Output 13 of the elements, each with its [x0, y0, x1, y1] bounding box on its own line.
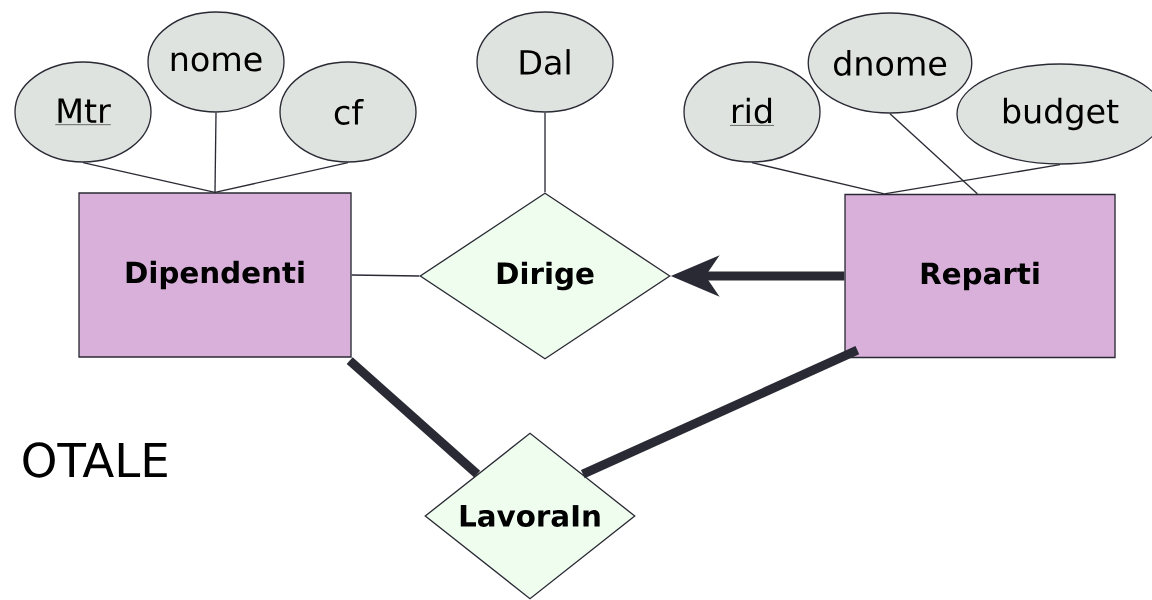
connector-line	[346, 357, 481, 478]
connector-line	[351, 274, 420, 277]
connector-line	[883, 164, 1061, 195]
entity-box: Reparti	[844, 193, 1116, 359]
connector-line	[214, 162, 349, 193]
connector-line	[751, 162, 885, 195]
connector-line	[544, 112, 546, 193]
connector-line	[82, 162, 216, 193]
entity-box: Dipendenti	[78, 192, 352, 358]
connector-line	[214, 112, 217, 193]
connector-line	[581, 346, 860, 479]
partial-text: OTALE	[23, 442, 167, 478]
connector-line	[889, 113, 978, 195]
